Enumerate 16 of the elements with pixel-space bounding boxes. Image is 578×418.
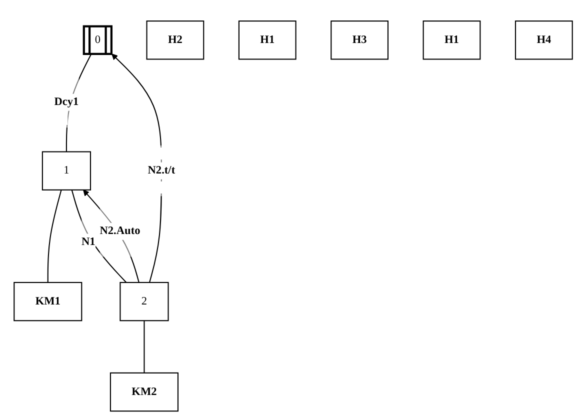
node-box: 2: [120, 282, 169, 322]
edge-label: N2.Auto: [100, 225, 140, 238]
node-box: H3: [330, 20, 389, 60]
node-box: H2: [146, 20, 204, 60]
node-box: H1: [422, 20, 481, 60]
connector: [71, 190, 127, 283]
node-box: H4: [514, 20, 573, 60]
connector: [144, 320, 145, 373]
node-box: H1: [238, 20, 296, 60]
edge-label: N1: [81, 236, 96, 248]
connector: [47, 190, 62, 282]
node-box: 1: [42, 151, 92, 190]
node-box: KM1: [14, 282, 82, 322]
edge-label: N2.t/t: [148, 164, 176, 176]
node-box: KM2: [110, 372, 179, 412]
edge-label: Dcy1: [54, 96, 79, 108]
